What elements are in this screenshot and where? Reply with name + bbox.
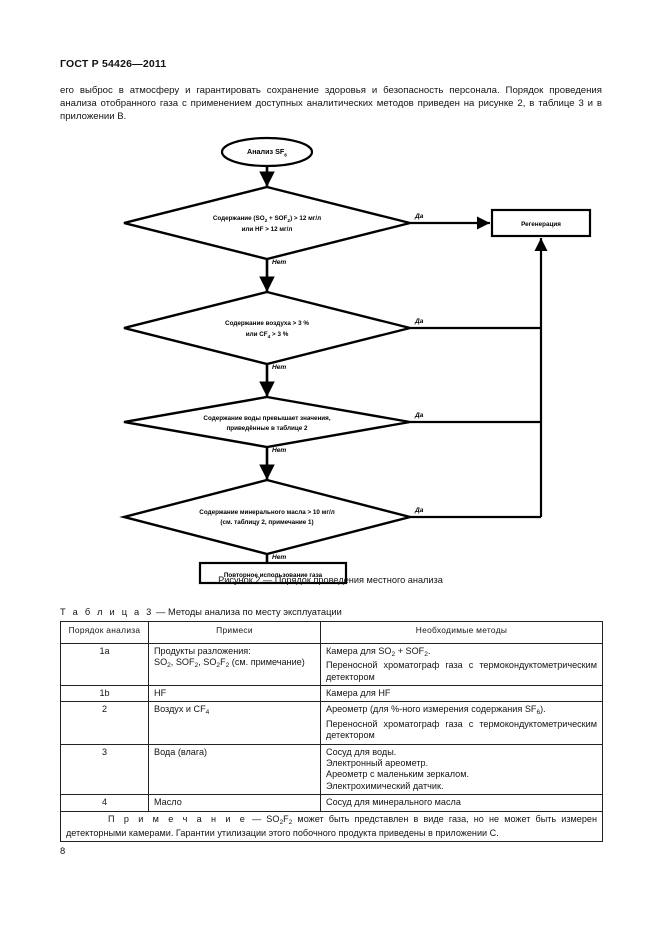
row-methods: Камера для SO2 + SOF2. Переносной хромат… xyxy=(320,642,603,687)
start-node-subscript: 6 xyxy=(284,152,287,158)
note-dash: — xyxy=(246,813,267,824)
decision-1-line1-a: Содержание (SO xyxy=(213,215,265,222)
decision-2-line2-a: или CF xyxy=(246,331,268,338)
table-title-text: Методы анализа по месту эксплуатации xyxy=(168,607,342,617)
table-row: 2 Воздух и CF4 Ареометр (для %-ного изме… xyxy=(60,701,603,745)
methods-line: Сосуд для воды. xyxy=(326,746,397,757)
table-header-order: Порядок анализа xyxy=(60,621,149,644)
table-header-methods: Необходимые методы xyxy=(320,621,603,644)
row-order: 1b xyxy=(60,685,149,703)
table-header-row: Порядок анализа Примеси Необходимые мето… xyxy=(60,621,603,644)
decision-2-line1: Содержание воздуха > 3 % xyxy=(225,320,309,327)
decision-2-no-label: Нет xyxy=(272,364,286,371)
row-order: 3 xyxy=(60,743,149,796)
end-node-label: Повторное использование газа xyxy=(224,572,323,579)
decision-1-sub2: 2 xyxy=(287,218,290,224)
table-header-impurity: Примеси xyxy=(148,621,321,644)
row-order: 4 xyxy=(60,794,149,812)
flowchart-decision-3 xyxy=(123,395,411,449)
process-node-label: Регенерация xyxy=(521,221,561,228)
methods-line: Ареометр с маленьким зеркалом. xyxy=(326,769,470,780)
decision-4-yes-label: Да xyxy=(414,507,424,514)
flowchart-decision-2 xyxy=(123,290,411,366)
flowchart-decision-4 xyxy=(119,478,415,556)
table-note: П р и м е ч а н и е — SO2F2 может быть п… xyxy=(60,810,603,843)
body-paragraph: его выброс в атмосферу и гарантировать с… xyxy=(60,85,602,123)
decision-1-sub1: 2 xyxy=(265,218,268,224)
decision-4-line1: Содержание минерального масла > 10 мг/л xyxy=(199,509,334,516)
decision-1-line1-b: + SOF xyxy=(267,215,287,222)
table-title-dash: — xyxy=(153,607,169,617)
methods-line: Ареометр (для %-ного измерения содержани… xyxy=(326,704,546,717)
figure-caption: Рисунок 2 — Порядок проведения местного … xyxy=(218,575,443,585)
row-impurity: Масло xyxy=(148,794,321,812)
row-impurity: Вода (влага) xyxy=(148,743,321,796)
decision-1-no-label: Нет xyxy=(272,259,286,266)
row-impurity: Продукты разложения: SO2, SOF2, SO2F2 (с… xyxy=(148,642,321,687)
note-label: П р и м е ч а н и е xyxy=(108,813,247,824)
methods-line: Электронный ареометр. xyxy=(326,757,429,768)
table-row: 1b HF Камера для HF xyxy=(60,685,603,703)
decision-2-sub: 4 xyxy=(268,334,271,340)
decision-2-line2-b: > 3 % xyxy=(270,331,288,338)
standard-header: ГОСТ Р 54426—2011 xyxy=(60,58,167,70)
impurity-line: Продукты разложения: xyxy=(154,646,251,656)
svg-text:или CF4 > 3 %: или CF4 > 3 % xyxy=(246,331,289,340)
row-methods: Ареометр (для %-ного измерения содержани… xyxy=(320,701,603,745)
methods-line: Переносной хроматограф газа с термоконду… xyxy=(326,660,597,682)
page-number: 8 xyxy=(60,845,66,856)
row-order: 2 xyxy=(60,701,149,745)
table-row: 3 Вода (влага) Сосуд для воды. Электронн… xyxy=(60,743,603,796)
flowchart-process-node xyxy=(490,208,592,238)
methods-line: Электрохимический датчик. xyxy=(326,780,444,791)
table-title: Т а б л и ц а 3 — Методы анализа по мест… xyxy=(60,607,342,617)
decision-3-no-label: Нет xyxy=(272,447,286,454)
row-methods: Сосуд для воды. Электронный ареометр. Ар… xyxy=(320,743,603,796)
table-note-row: П р и м е ч а н и е — SO2F2 может быть п… xyxy=(60,810,603,843)
decision-1-line1-c: ) > 12 мг/л xyxy=(290,215,321,222)
table-row: 1a Продукты разложения: SO2, SOF2, SO2F2… xyxy=(60,642,603,687)
decision-1-line2: или HF > 12 мг/л xyxy=(242,226,293,233)
row-impurity: Воздух и CF4 xyxy=(148,701,321,745)
table-row: 4 Масло Сосуд для минерального масла xyxy=(60,794,603,812)
table-title-label: Т а б л и ц а 3 xyxy=(60,607,154,617)
svg-text:Анализ SF6: Анализ SF6 xyxy=(247,147,287,158)
decision-3-yes-label: Да xyxy=(414,412,424,419)
row-methods: Сосуд для минерального масла xyxy=(320,794,603,812)
impurity-line: SO2, SOF2, SO2F2 (см. примечание) xyxy=(154,657,305,670)
body-paragraph-block: его выброс в атмосферу и гарантировать с… xyxy=(60,84,602,124)
methods-table: Порядок анализа Примеси Необходимые мето… xyxy=(60,621,603,843)
decision-1-yes-label: Да xyxy=(414,213,424,220)
flowchart-figure: Анализ SF6 Содержание (SO2 + SOF2) > 12 … xyxy=(60,132,602,585)
decision-2-yes-label: Да xyxy=(414,318,424,325)
decision-4-no-label: Нет xyxy=(272,554,286,561)
methods-line: Камера для SO2 + SOF2. xyxy=(326,646,431,658)
row-impurity: HF xyxy=(148,685,321,703)
decision-3-line1: Содержание воды превышает значения, xyxy=(203,415,330,422)
row-order: 1a xyxy=(60,642,149,687)
svg-text:Содержание (SO2 + SOF2) > 12 м: Содержание (SO2 + SOF2) > 12 мг/л xyxy=(213,215,321,224)
start-node-label: Анализ SF xyxy=(247,147,285,156)
decision-3-line2: приведённые в таблице 2 xyxy=(227,424,308,432)
decision-4-line2: (см. таблицу 2, примечание 1) xyxy=(220,518,313,526)
methods-line: Переносной хроматограф газа с термоконду… xyxy=(326,718,597,741)
row-methods: Камера для HF xyxy=(320,685,603,703)
